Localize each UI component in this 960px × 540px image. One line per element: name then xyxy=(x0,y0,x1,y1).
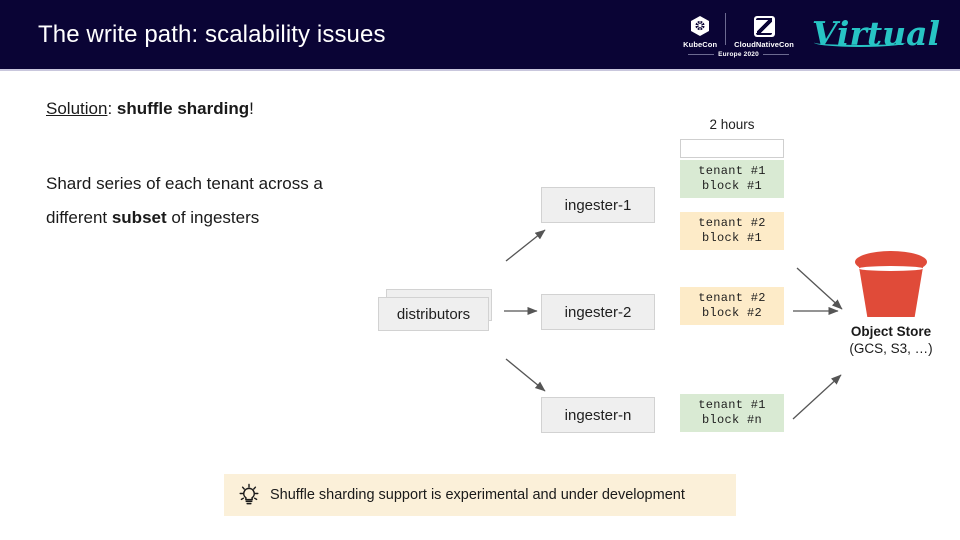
slide-body: Solution: shuffle sharding! Shard series… xyxy=(0,71,960,540)
kubecon-label: KubeCon xyxy=(683,39,718,49)
arrow-distributors-to-ingester-1 xyxy=(505,229,546,262)
cloudnativecon-label: CloudNativeCon xyxy=(734,39,794,49)
region-year-row: Europe 2020 xyxy=(688,51,789,58)
tenant-block[interactable]: tenant #1 block #n xyxy=(680,394,784,432)
arrow-block-n-to-object-store xyxy=(792,374,842,420)
page-title: The write path: scalability issues xyxy=(38,20,386,48)
ingester-2-node[interactable]: ingester-2 xyxy=(541,294,655,330)
body-line-2: different subset of ingesters xyxy=(46,201,376,235)
tenant-line: tenant #1 xyxy=(698,164,766,178)
bucket-body xyxy=(859,267,923,317)
kubernetes-helm-icon xyxy=(689,15,711,37)
logo-divider xyxy=(725,12,727,45)
block-line: block #2 xyxy=(701,306,762,320)
rule-left xyxy=(688,53,715,55)
tenant-line: tenant #2 xyxy=(698,291,766,305)
body-paragraph: Shard series of each tenant across a dif… xyxy=(46,167,376,235)
virtual-label: Virtual xyxy=(811,13,940,53)
solution-suffix: ! xyxy=(249,99,254,118)
tenant-block[interactable]: tenant #2 block #1 xyxy=(680,212,784,250)
body-line-2-bold: subset xyxy=(111,208,167,227)
solution-statement: Solution: shuffle sharding! xyxy=(46,99,254,119)
slide-header: The write path: scalability issues xyxy=(0,0,960,71)
object-store-title: Object Store xyxy=(850,324,932,339)
tenant-block[interactable]: tenant #2 block #2 xyxy=(680,287,784,325)
distributors-label: distributors xyxy=(378,297,489,331)
distributors-node[interactable]: distributors xyxy=(378,289,496,333)
tenant-block[interactable]: tenant #1 block #1 xyxy=(680,160,784,198)
cncf-logo-icon xyxy=(753,15,775,37)
rule-right xyxy=(762,53,789,55)
time-window-label: 2 hours xyxy=(709,117,755,132)
virtual-wordmark: Virtual xyxy=(808,17,940,53)
cloudnativecon-brand: CloudNativeCon xyxy=(726,15,802,49)
solution-value: shuffle sharding xyxy=(116,99,250,118)
block-line: block #1 xyxy=(701,179,762,193)
empty-block-placeholder xyxy=(680,139,784,158)
object-store-subtitle: (GCS, S3, …) xyxy=(849,341,933,356)
tenant-line: tenant #1 xyxy=(698,398,766,412)
experimental-note-text: Shuffle sharding support is experimental… xyxy=(270,487,685,503)
conference-logo-cluster: KubeCon CloudNativeCon Europe 2020 Virtu… xyxy=(675,4,940,68)
tenant-line: tenant #2 xyxy=(698,216,766,230)
body-line-1: Shard series of each tenant across a xyxy=(46,174,323,193)
solution-label: Solution xyxy=(46,99,108,118)
ingester-1-node[interactable]: ingester-1 xyxy=(541,187,655,223)
virtual-underline-swoosh xyxy=(813,38,906,47)
lightbulb-icon xyxy=(238,483,260,507)
bucket-rim-gap xyxy=(859,266,923,271)
ingester-n-node[interactable]: ingester-n xyxy=(541,397,655,433)
solution-separator: : xyxy=(107,99,117,118)
kubecon-cloudnativecon-logo: KubeCon CloudNativeCon Europe 2020 xyxy=(675,12,802,60)
arrow-distributors-to-ingester-n xyxy=(505,358,546,392)
object-store-node[interactable]: Object Store (GCS, S3, …) xyxy=(836,251,946,357)
block-line: block #1 xyxy=(701,231,762,245)
body-line-2-post: of ingesters xyxy=(166,208,260,227)
kubecon-brand: KubeCon xyxy=(675,15,725,49)
region-year-label: Europe 2020 xyxy=(718,50,759,58)
body-line-2-pre: different xyxy=(46,208,112,227)
experimental-note-banner: Shuffle sharding support is experimental… xyxy=(224,474,736,516)
bucket-icon xyxy=(855,251,927,317)
block-line: block #n xyxy=(701,413,762,427)
